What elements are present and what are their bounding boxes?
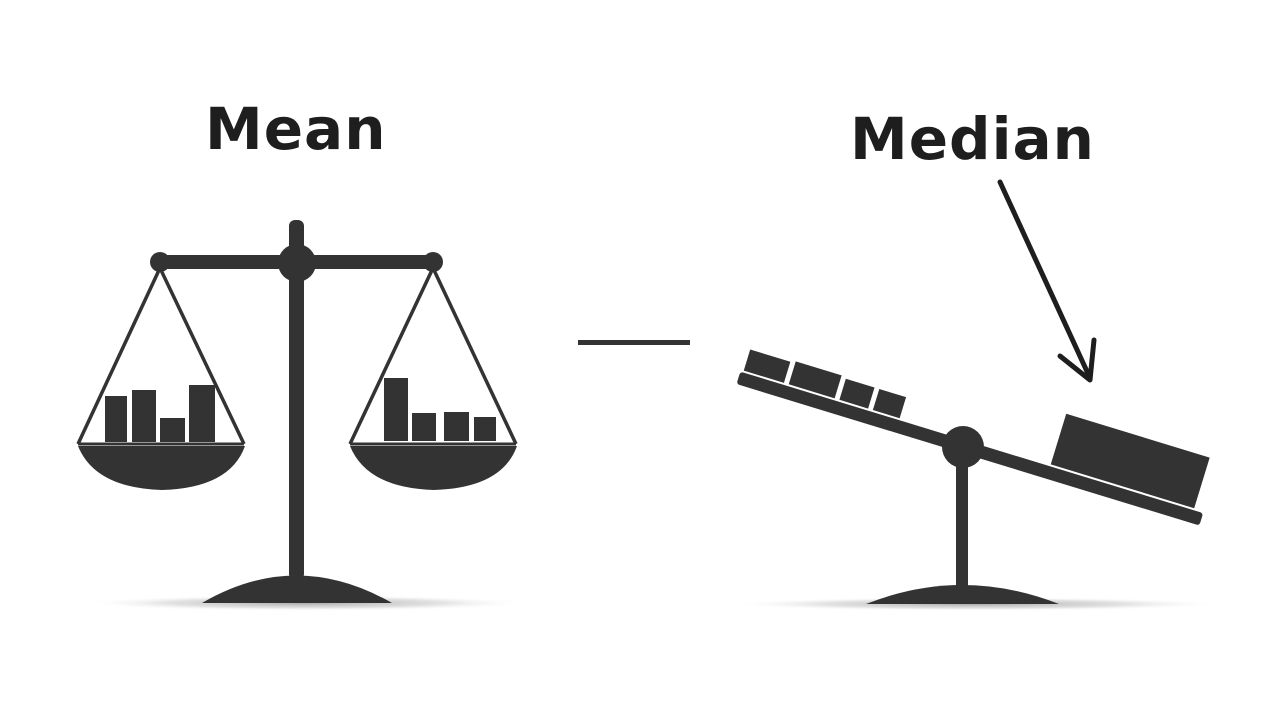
median-title: Median: [850, 105, 1095, 173]
tilted-seesaw-icon: [725, 349, 1225, 611]
arrow-icon: [997, 179, 1097, 383]
scale-post: [289, 220, 304, 580]
seesaw-plank: [737, 349, 1210, 525]
seesaw-base: [866, 585, 1059, 604]
balanced-scale-icon: [76, 220, 530, 611]
seesaw-post: [956, 450, 968, 590]
right-pan: [350, 446, 517, 490]
seesaw-pivot: [942, 426, 984, 468]
left-pan-bars: [105, 385, 215, 442]
mean-title: Mean: [205, 95, 387, 163]
beam-pivot: [278, 244, 316, 282]
scale-base: [202, 575, 392, 603]
right-pan-bars: [384, 378, 496, 441]
dash-icon: [578, 340, 690, 345]
left-pan: [78, 446, 245, 490]
